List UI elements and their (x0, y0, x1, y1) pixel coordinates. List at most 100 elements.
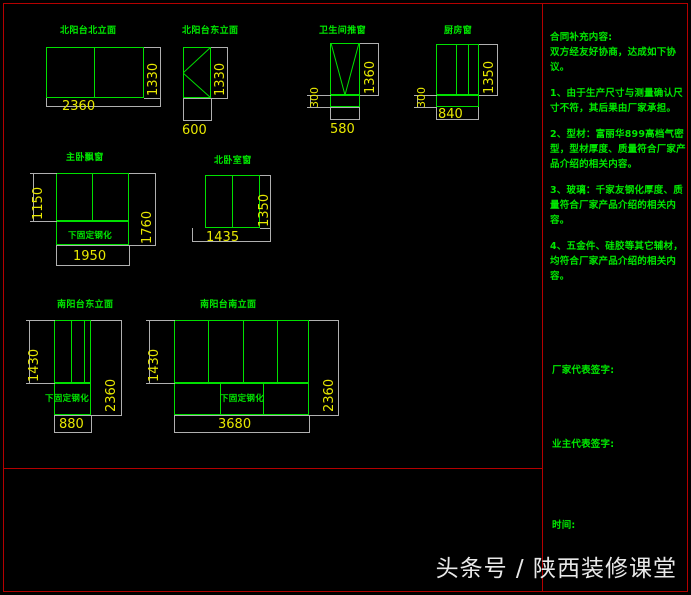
dim-ext-left (192, 228, 193, 242)
dim-width-value: 2360 (62, 99, 96, 114)
dim-line-height-bottom (91, 415, 122, 416)
dim-ext-right (270, 175, 271, 242)
dim-ext-left (436, 107, 437, 120)
dim-line-lower-top (330, 107, 360, 108)
dim-sill-value: 1430 (27, 348, 42, 382)
window-frame (436, 44, 479, 95)
dim-ext-right (309, 415, 310, 433)
dim-tick-right (497, 44, 498, 96)
dim-line-width (54, 432, 92, 433)
dim-ext-left (54, 415, 55, 433)
panel-note-label: 下固定钢化 (68, 231, 113, 241)
dim-sill-value: 300 (308, 87, 321, 108)
dim-ext-right (359, 107, 360, 120)
dim-line-height-bottom (211, 98, 228, 99)
frame-vertical-divider (542, 3, 543, 592)
dim-width-value: 1950 (73, 249, 107, 264)
contract-clause-1: 1、由于生产尺寸与测量确认尺寸不符，其后果由厂家承担。 (550, 88, 683, 114)
contract-notes-panel: 合同补充内容: 双方经友好协商，达成如下协议。 1、由于生产尺寸与测量确认尺寸不… (550, 30, 686, 284)
dim-line-sill-top (414, 95, 437, 96)
frame-border-bottom (3, 591, 688, 592)
dim-height-value: 1350 (257, 193, 272, 227)
frame-border-left (3, 3, 4, 592)
dim-line-sill-bottom (414, 107, 437, 108)
fixed-tempered-panel (174, 383, 309, 415)
window-mullion-2 (243, 320, 244, 383)
frame-horizontal-divider (3, 468, 542, 469)
dim-ext-right (91, 415, 92, 433)
dim-tick-right (155, 173, 156, 246)
dim-line-sill-bottom (30, 221, 57, 222)
dim-line-height-bottom (479, 95, 498, 96)
dim-line-sill-top (307, 95, 331, 96)
elevation-title: 南阳台东立面 (57, 300, 114, 310)
contract-intro: 双方经友好协商，达成如下协议。 (550, 47, 677, 73)
dim-line-height-bottom (129, 245, 156, 246)
dim-width-value: 880 (59, 417, 84, 432)
date-label: 时间: (552, 520, 576, 531)
dim-line-height-top (479, 44, 498, 45)
dim-line-sill-bottom (146, 383, 175, 384)
dim-width-value: 600 (182, 123, 207, 138)
window-mullion-3 (277, 320, 278, 383)
dim-line-width (436, 119, 479, 120)
dim-height-value: 1330 (146, 62, 161, 96)
dim-tick-right (338, 320, 339, 415)
dim-line-width (330, 119, 360, 120)
dim-height-value: 2360 (322, 378, 337, 412)
dim-ext-right (211, 98, 212, 120)
owner-signature-label: 业主代表签字: (552, 439, 615, 450)
frame-border-top (3, 3, 688, 4)
dim-height-value: 1760 (140, 210, 155, 244)
dim-line-width (56, 265, 130, 266)
window-sill-panel (330, 95, 360, 107)
window-mullion (94, 47, 95, 98)
dim-line-height-top (260, 175, 271, 176)
dim-tick-right (121, 320, 122, 415)
dim-line-sill-top (26, 320, 55, 321)
contract-clause-2: 2、型材：富丽华899高档气密型，型材厚度、质量符合厂家产品介绍的相关内容。 (550, 129, 686, 170)
window-frame-upper (54, 320, 91, 383)
dim-sill-value: 1150 (31, 186, 46, 220)
elevation-title: 厨房窗 (444, 26, 473, 36)
dim-width-value: 3680 (218, 417, 252, 432)
dim-tick-sill (310, 95, 311, 108)
dim-line-height-top (91, 320, 122, 321)
dim-ext-left (183, 98, 184, 120)
dim-line-width (46, 106, 161, 107)
window-frame (46, 47, 144, 98)
dim-ext-left (56, 245, 57, 266)
casement-swing-symbol (183, 47, 212, 99)
dim-line-sill-top (30, 173, 57, 174)
fixed-panel-mullion-1 (220, 383, 221, 415)
dim-line-sill-bottom (307, 107, 331, 108)
window-mullion-1 (456, 44, 457, 95)
elevation-title: 北卧室窗 (214, 156, 252, 166)
dim-line-height-bottom (144, 98, 161, 99)
panel-note-label: 下固定钢化 (45, 394, 90, 404)
elevation-title: 主卧飘窗 (66, 153, 104, 163)
dim-line-sill-top (146, 320, 175, 321)
dim-line-width (183, 120, 212, 121)
dim-tick-sill (33, 173, 34, 222)
dim-line-height-top (129, 173, 156, 174)
dim-tick-sill (417, 95, 418, 108)
dim-line-lower (174, 415, 310, 416)
dim-width-value: 840 (438, 107, 463, 122)
panel-note-label: 下固定钢化 (220, 394, 265, 404)
dim-line-height-top (211, 47, 228, 48)
dim-height-value: 1360 (363, 60, 378, 94)
elevation-title: 卫生间推窗 (319, 26, 367, 36)
window-mullion (232, 175, 233, 228)
window-mullion (92, 173, 93, 221)
dim-line-sill (183, 98, 212, 99)
dim-width-value: 1435 (206, 230, 240, 245)
dim-height-value: 1350 (482, 60, 497, 94)
dim-line-height-top (144, 47, 161, 48)
dim-line-height-top (360, 43, 379, 44)
dim-tick-right (227, 47, 228, 99)
dim-line-height-bottom (260, 228, 271, 229)
window-mullion-2 (84, 320, 85, 383)
elevation-title: 南阳台南立面 (200, 300, 257, 310)
elevation-title: 北阳台东立面 (182, 26, 239, 36)
